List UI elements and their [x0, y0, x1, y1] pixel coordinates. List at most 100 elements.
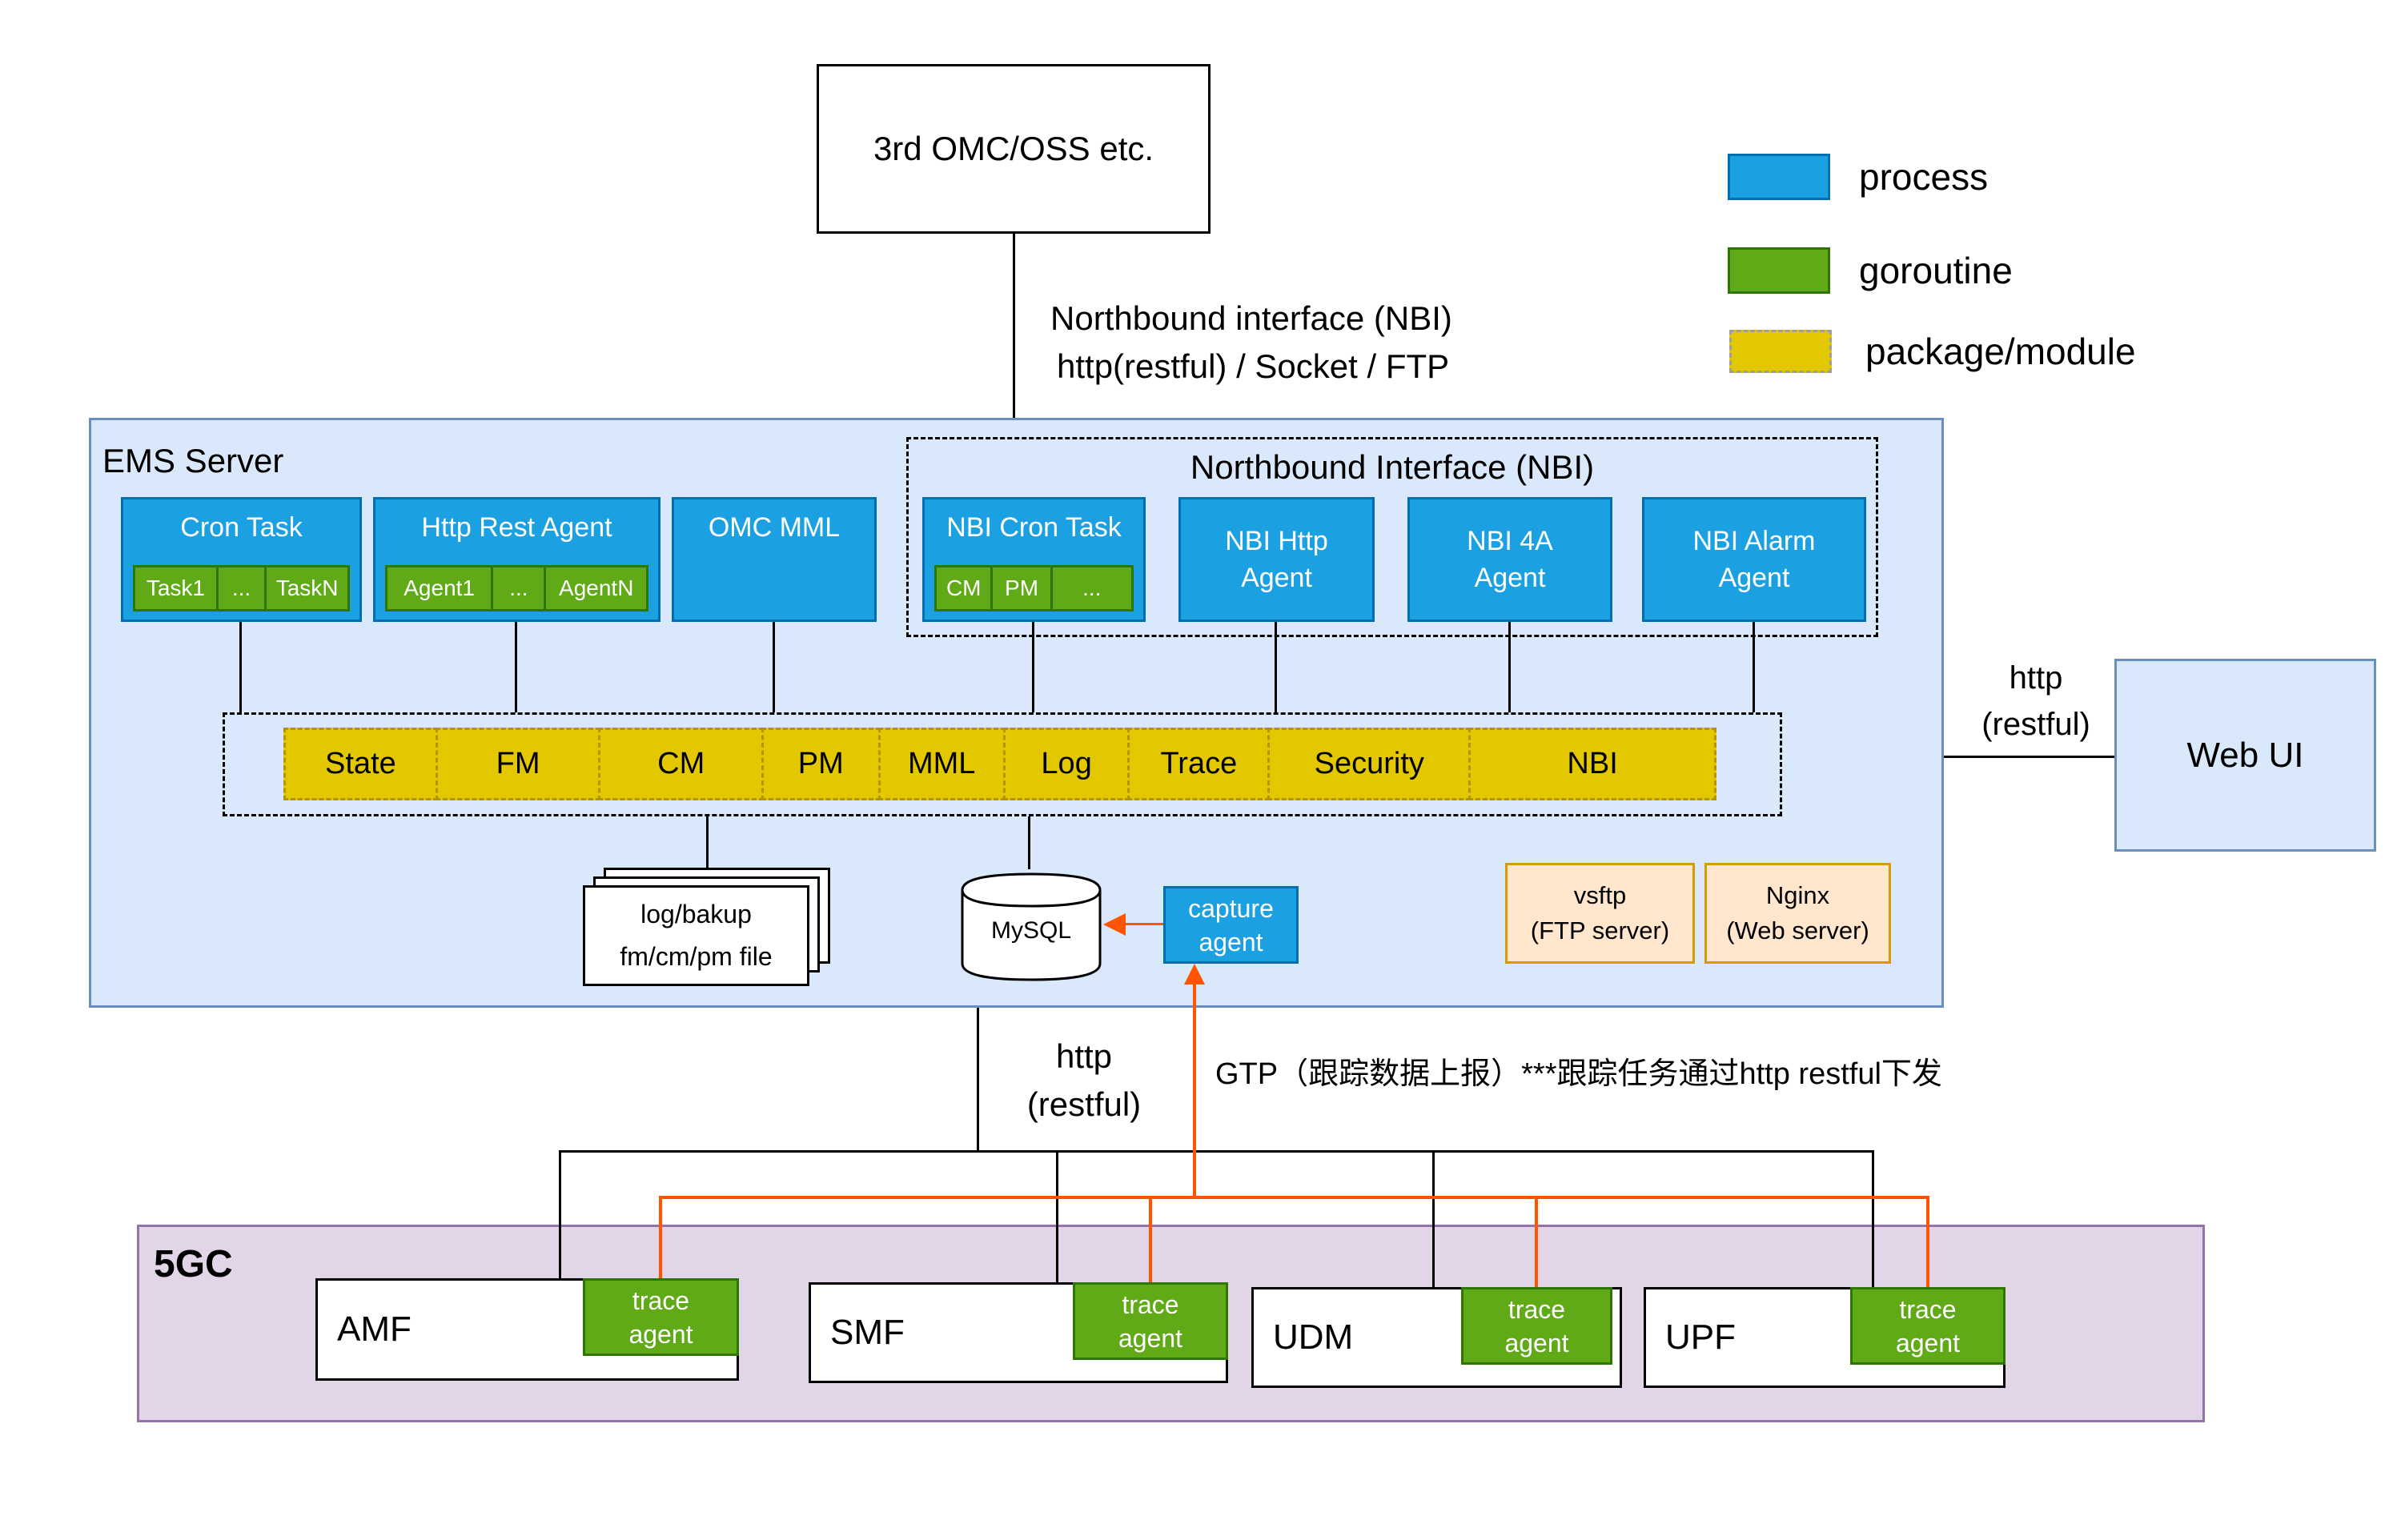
omc-mml-box: OMC MML [672, 497, 877, 622]
amf-trace-agent-line2: agent [628, 1319, 693, 1349]
legend-process-swatch [1728, 154, 1830, 200]
connector-crontask-modules [239, 622, 242, 712]
trace-line-upf [1926, 1197, 1929, 1287]
module-log: Log [1002, 728, 1130, 800]
upf-trace-agent-box: trace agent [1850, 1287, 2006, 1365]
cron-task-goroutines: Task1 ... TaskN [133, 565, 350, 612]
web-ui-box: Web UI [2114, 659, 2376, 852]
mysql-label: MySQL [990, 917, 1072, 944]
goroutine-cm: CM [934, 565, 994, 612]
nbi-frame [906, 437, 1878, 637]
module-frame [223, 712, 1782, 816]
nbi-cron-task-title: NBI Cron Task [946, 512, 1122, 543]
upf-trace-agent-line2: agent [1895, 1328, 1961, 1358]
nbi-frame-title: Northbound Interface (NBI) [1190, 448, 1595, 486]
connector-bus-smf [1056, 1150, 1058, 1282]
udm-trace-agent-line1: trace [1508, 1294, 1566, 1324]
omc-oss-label: 3rd OMC/OSS etc. [873, 130, 1154, 167]
webui-link-line2: (restful) [1981, 707, 2090, 742]
omc-mml-title: OMC MML [708, 512, 841, 543]
nbi-http-agent-box: NBI Http Agent [1178, 497, 1375, 622]
module-mml: MML [877, 728, 1006, 800]
udm-label: UDM [1273, 1317, 1354, 1357]
module-state: State [283, 728, 438, 800]
goroutine-pm: PM [990, 565, 1053, 612]
connector-modules-mysql [1028, 816, 1030, 869]
amf-label: AMF [337, 1309, 412, 1349]
south-http-line2: (restful) [1026, 1085, 1142, 1123]
trace-riser-capture [1193, 983, 1196, 1197]
goroutine-task1: Task1 [133, 565, 219, 612]
connector-nbi4a-modules [1508, 622, 1511, 712]
legend-goroutine-label: goroutine [1859, 250, 2013, 291]
goroutine-agent1: Agent1 [385, 565, 494, 612]
upf-label: UPF [1665, 1317, 1736, 1357]
trace-line-amf [659, 1197, 662, 1278]
goroutine-nbi-ellipsis: ... [1050, 565, 1134, 612]
amf-trace-agent-line1: trace [632, 1285, 690, 1315]
connector-ems-webui [1944, 756, 2114, 758]
capture-agent-line2: agent [1198, 927, 1263, 956]
nbi-4a-agent-label: NBI 4A Agent [1467, 526, 1553, 593]
nbi-http-agent-label: NBI Http Agent [1225, 526, 1328, 593]
connector-nbicron-modules [1032, 622, 1034, 712]
goroutine-agentN: AgentN [544, 565, 648, 612]
capture-agent-line1: capture [1188, 893, 1274, 923]
capture-mysql-line [1124, 923, 1163, 925]
nbi-cron-task-goroutines: CM PM ... [934, 565, 1134, 612]
upf-trace-agent-line1: trace [1899, 1294, 1957, 1324]
module-bar: State FM CM PM MML Log Trace Security NB… [283, 728, 1716, 800]
gtp-note-label: GTP（跟踪数据上报）***跟踪任务通过http restful下发 [1215, 1057, 1942, 1091]
module-cm: CM [598, 728, 764, 800]
goroutine-task-ellipsis: ... [215, 565, 267, 612]
cron-task-box: Cron Task Task1 ... TaskN [121, 497, 362, 622]
south-http-line1: http [1055, 1037, 1113, 1075]
connector-bus-udm [1432, 1150, 1435, 1287]
connector-ems-5gc [977, 1008, 979, 1150]
legend-package-label: package/module [1865, 331, 2136, 372]
nbi-alarm-agent-box: NBI Alarm Agent [1642, 497, 1866, 622]
file-label-line2: fm/cm/pm file [620, 941, 773, 971]
http-rest-agent-goroutines: Agent1 ... AgentN [385, 565, 648, 612]
nbi-link-line1: Northbound interface (NBI) [1050, 299, 1452, 337]
connector-modules-files [706, 816, 709, 868]
nbi-link-line2: http(restful) / Socket / FTP [1057, 347, 1450, 385]
module-nbi: NBI [1468, 728, 1716, 800]
arrow-to-capture-agent [1184, 964, 1205, 985]
nginx-line1: Nginx [1765, 881, 1830, 909]
http-rest-agent-title: Http Rest Agent [421, 512, 612, 543]
connector-httprest-modules [515, 622, 517, 712]
connector-nbialarm-modules [1753, 622, 1755, 712]
legend-process-label: process [1859, 156, 1989, 198]
vsftp-box: vsftp (FTP server) [1505, 863, 1695, 964]
connector-bus-upf [1872, 1150, 1874, 1287]
vsftp-line1: vsftp [1573, 881, 1627, 909]
connector-5gc-bus [560, 1150, 1873, 1153]
connector-omcmml-modules [773, 622, 775, 712]
capture-agent-box: capture agent [1163, 886, 1299, 964]
ems-server-title: EMS Server [102, 442, 284, 479]
udm-trace-agent-box: trace agent [1461, 1287, 1612, 1365]
nbi-link-label: Northbound interface (NBI) http(restful)… [1050, 295, 1452, 391]
south-http-label: http (restful) [1000, 1033, 1168, 1129]
goroutine-agent-ellipsis: ... [491, 565, 547, 612]
nbi-alarm-agent-label: NBI Alarm Agent [1692, 526, 1816, 593]
smf-trace-agent-line1: trace [1122, 1289, 1179, 1319]
smf-trace-agent-box: trace agent [1073, 1282, 1228, 1360]
goroutine-taskN: TaskN [264, 565, 350, 612]
smf-label: SMF [830, 1313, 905, 1352]
module-fm: FM [435, 728, 601, 800]
udm-trace-agent-line2: agent [1504, 1328, 1569, 1358]
webui-link-line1: http [2009, 660, 2063, 696]
module-trace: Trace [1127, 728, 1271, 800]
connector-nbihttp-modules [1275, 622, 1277, 712]
trace-line-smf [1149, 1197, 1152, 1282]
nbi-cron-task-box: NBI Cron Task CM PM ... [922, 497, 1146, 622]
web-ui-label: Web UI [2186, 735, 2304, 775]
connector-bus-amf [559, 1150, 561, 1278]
connector-omc-ems [1013, 234, 1015, 418]
trace-bus-line [659, 1196, 1929, 1199]
module-security: Security [1267, 728, 1472, 800]
amf-trace-agent-box: trace agent [583, 1278, 739, 1356]
